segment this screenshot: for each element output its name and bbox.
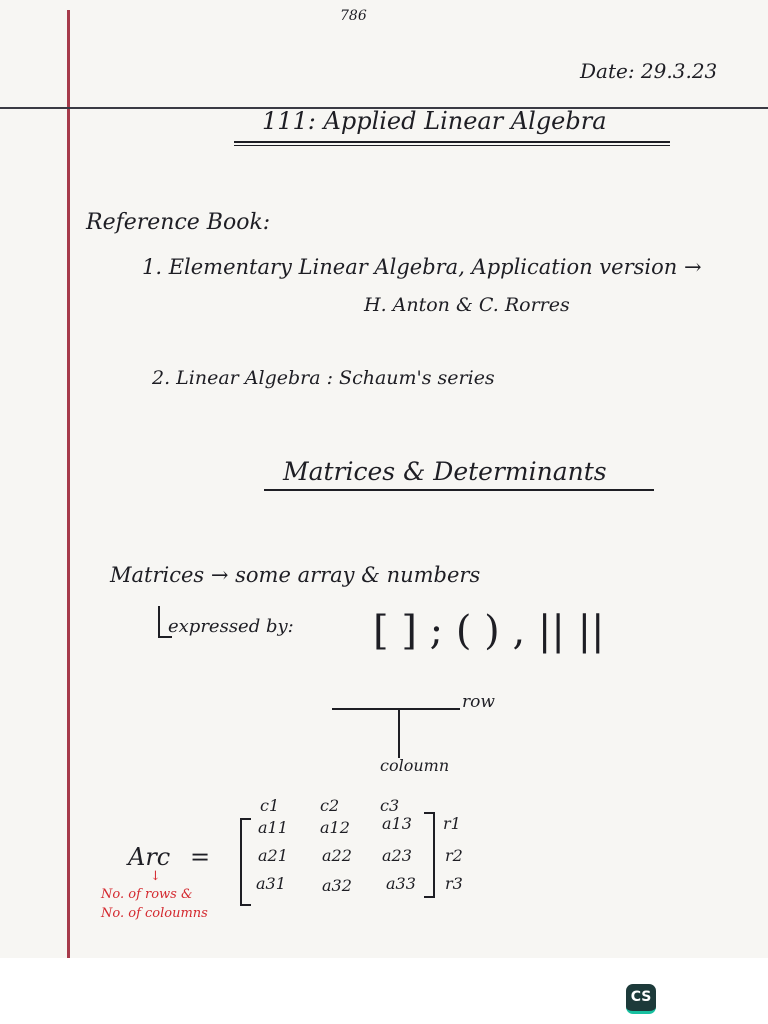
hook-arrow-icon bbox=[158, 606, 172, 638]
matrix-definition: Matrices → some array & numbers bbox=[110, 563, 481, 587]
reference-1-authors: H. Anton & C. Rorres bbox=[364, 294, 570, 316]
column-header: c1 bbox=[260, 796, 280, 815]
matrix-entry: a31 bbox=[256, 874, 286, 893]
row-label-r1: r1 bbox=[443, 814, 461, 833]
column-label: coloumn bbox=[380, 756, 450, 775]
column-line bbox=[398, 710, 400, 758]
annotation-rows: No. of rows & bbox=[101, 887, 193, 902]
matrix-entry: a12 bbox=[320, 818, 350, 837]
equals-sign: = bbox=[190, 843, 211, 871]
matrix-entry: a32 bbox=[322, 876, 352, 895]
column-header: c2 bbox=[320, 796, 340, 815]
row-line bbox=[332, 708, 460, 710]
title-underline-second bbox=[234, 145, 670, 146]
reference-heading: Reference Book: bbox=[86, 210, 271, 235]
matrix-entry: a22 bbox=[322, 846, 352, 865]
matrix-left-bracket bbox=[240, 818, 251, 906]
matrix-entry: a21 bbox=[258, 846, 288, 865]
matrix-entry: a13 bbox=[382, 814, 412, 833]
section-underline bbox=[264, 489, 654, 491]
row-label-r2: r2 bbox=[445, 846, 463, 865]
margin-line bbox=[67, 10, 70, 958]
bracket-symbols: [ ] ; ( ) , || || bbox=[373, 608, 605, 654]
course-title: 111: Applied Linear Algebra bbox=[262, 107, 607, 135]
matrix-entry: a23 bbox=[382, 846, 412, 865]
matrix-entry: a33 bbox=[386, 874, 416, 893]
page-number: 786 bbox=[340, 8, 367, 24]
matrix-entry: a11 bbox=[258, 818, 288, 837]
row-label: row bbox=[462, 692, 495, 712]
camscanner-icon[interactable]: CS bbox=[626, 984, 656, 1014]
annotation-columns: No. of coloumns bbox=[101, 906, 208, 921]
section-title: Matrices & Determinants bbox=[283, 457, 607, 486]
down-arrow-icon: ↓ bbox=[150, 869, 161, 884]
reference-2: 2. Linear Algebra : Schaum's series bbox=[152, 367, 495, 389]
matrix-right-bracket bbox=[424, 812, 435, 898]
header-rule bbox=[0, 107, 768, 109]
matrix-name: Arc bbox=[128, 843, 171, 871]
column-header: c3 bbox=[380, 796, 400, 815]
title-underline bbox=[234, 141, 670, 143]
reference-1: 1. Elementary Linear Algebra, Applicatio… bbox=[142, 255, 702, 279]
row-label-r3: r3 bbox=[445, 874, 463, 893]
notebook-page: 786 Date: 29.3.23 111: Applied Linear Al… bbox=[0, 0, 768, 958]
expressed-by-label: expressed by: bbox=[168, 616, 294, 637]
date: Date: 29.3.23 bbox=[580, 59, 718, 83]
